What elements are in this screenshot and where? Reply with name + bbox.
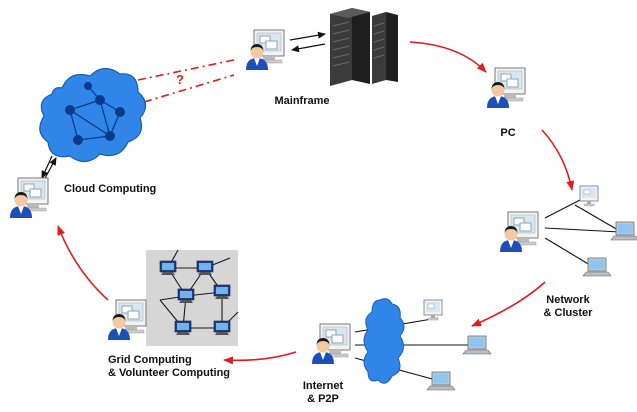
- arrow-grid-to-cloud: [57, 225, 109, 301]
- internet-label-line1: Internet: [302, 380, 344, 392]
- network-label: Network & Cluster: [528, 294, 608, 320]
- internet-user-icon: [311, 323, 351, 365]
- internet-cloud-icon: [363, 298, 405, 384]
- pc-label: PC: [500, 127, 516, 139]
- mainframe-server-icon: [330, 8, 398, 86]
- internet-laptop-icon-2: [426, 371, 456, 391]
- network-user-icon: [499, 211, 539, 253]
- internet-monitor-icon: [423, 299, 443, 321]
- grid-label-line1: Grid Computing: [108, 354, 192, 366]
- arrow-mainframe-to-pc: [409, 41, 487, 73]
- compute-cloud-icon: [39, 67, 147, 163]
- pc-user-icon: [486, 67, 526, 109]
- network-monitor-icon: [579, 185, 599, 207]
- cycle-arrows: [57, 41, 575, 365]
- internet-p2p-group: [311, 298, 492, 391]
- cloud-user-icon: [9, 177, 49, 219]
- internet-label-line2: & P2P: [307, 393, 339, 405]
- network-label-line2: & Cluster: [543, 307, 593, 319]
- mainframe-user-icon: [245, 29, 285, 71]
- network-label-line1: Network: [546, 294, 590, 306]
- network-cluster-group: [499, 185, 637, 277]
- internet-label: Internet & P2P: [288, 380, 358, 406]
- cloud-link-arrows: [41, 155, 57, 181]
- dashed-links: [137, 59, 235, 103]
- arrow-internet-to-grid: [223, 351, 297, 365]
- unknown-link-label: ?: [176, 72, 184, 87]
- mainframe-link-arrows: [289, 31, 326, 53]
- arrow-network-to-internet: [471, 281, 546, 327]
- network-laptop-icon-1: [610, 221, 637, 241]
- mainframe-label: Mainframe: [274, 95, 330, 107]
- grid-user-icon: [107, 299, 147, 341]
- grid-network-icon: [146, 249, 239, 346]
- grid-label-line2: & Volunteer Computing: [108, 367, 231, 379]
- network-laptop-icon-2: [582, 257, 612, 277]
- arrow-pc-to-network: [541, 129, 575, 191]
- cloud-computing-label: Cloud Computing: [64, 183, 157, 195]
- grid-label: Grid Computing & Volunteer Computing: [108, 354, 230, 380]
